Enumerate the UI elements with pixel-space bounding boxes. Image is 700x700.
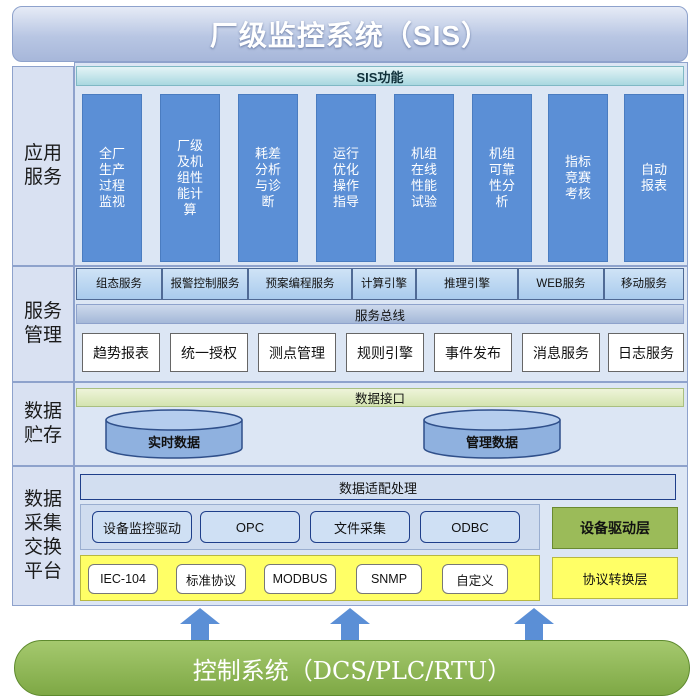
sis-function-label: 运行优化操作指导 <box>332 146 359 209</box>
sis-function-box: 耗差分析与诊断 <box>238 94 298 262</box>
driver-box-label: OPC <box>235 519 265 535</box>
sis-function-box: 机组在线性能试验 <box>394 94 454 262</box>
sis-function-box: 指标竞赛考核 <box>548 94 608 262</box>
layer-label-application: 应用 服务 <box>12 66 74 266</box>
management-box: 规则引擎 <box>346 333 424 372</box>
service-cell: 报警控制服务 <box>162 268 248 300</box>
management-box-label: 统一授权 <box>181 344 237 361</box>
service-cell: 移动服务 <box>604 268 684 300</box>
sis-function-label: 机组在线性能试验 <box>410 146 437 209</box>
protocol-box-label: 标准协议 <box>185 573 236 588</box>
realtime-database-icon <box>105 409 243 459</box>
management-database-label: 管理数据 <box>465 434 518 450</box>
sis-function-box: 全厂生产过程监视 <box>82 94 142 262</box>
realtime-database-label: 实时数据 <box>147 434 200 450</box>
management-box: 日志服务 <box>608 333 684 372</box>
driver-box-label: 设备监控驱动 <box>102 520 181 536</box>
management-box-label: 规则引擎 <box>357 344 413 361</box>
sis-function-box: 机组可靠性分析 <box>472 94 532 262</box>
service-bus: 服务总线 <box>76 304 684 324</box>
management-box-label: 日志服务 <box>618 344 674 361</box>
layer-label-acquisition: 数据 采集 交换 平台 <box>12 466 74 606</box>
data-adaptation-bar: 数据适配处理 <box>80 474 676 500</box>
management-box-label: 测点管理 <box>269 344 325 361</box>
sis-function-label: 全厂生产过程监视 <box>98 146 125 209</box>
driver-box: 设备监控驱动 <box>92 511 192 543</box>
device-driver-layer: 设备驱动层 <box>552 507 678 549</box>
sis-function-box: 厂级及机组性能计算 <box>160 94 220 262</box>
protocol-box: IEC-104 <box>88 564 158 594</box>
protocol-box-label: MODBUS <box>272 572 328 586</box>
page-title: 厂级监控系统（SIS） <box>12 6 688 62</box>
sis-function-box: 运行优化操作指导 <box>316 94 376 262</box>
protocol-box: 标准协议 <box>176 564 246 594</box>
management-box: 统一授权 <box>170 333 248 372</box>
sis-function-label: 厂级及机组性能计算 <box>176 138 203 217</box>
service-cell-label: 组态服务 <box>96 277 142 290</box>
management-box-label: 事件发布 <box>445 344 501 361</box>
protocol-box: 自定义 <box>442 564 508 594</box>
sis-function-label: 自动报表 <box>640 162 667 193</box>
driver-box-label: 文件采集 <box>333 520 386 536</box>
driver-box: OPC <box>200 511 300 543</box>
management-box: 消息服务 <box>522 333 600 372</box>
service-cell: 预案编程服务 <box>248 268 352 300</box>
up-arrow-icon <box>330 608 370 642</box>
layer-label-service-management-text: 服务 管理 <box>23 301 62 346</box>
service-cell: 推理引擎 <box>416 268 518 300</box>
driver-box: 文件采集 <box>310 511 410 543</box>
data-interface-bar: 数据接口 <box>76 388 684 407</box>
management-box-label: 趋势报表 <box>93 344 149 361</box>
management-box-label: 消息服务 <box>533 344 589 361</box>
protocol-box-label: 自定义 <box>456 573 494 588</box>
sis-function-label: 机组可靠性分析 <box>488 146 515 209</box>
up-arrow-icon <box>514 608 554 642</box>
service-cell-label: 移动服务 <box>621 277 667 290</box>
protocol-box: SNMP <box>356 564 422 594</box>
management-box: 事件发布 <box>434 333 512 372</box>
service-cell-label: 预案编程服务 <box>265 277 335 290</box>
up-arrow-icon <box>180 608 220 642</box>
service-cell: 组态服务 <box>76 268 162 300</box>
management-database-icon <box>423 409 561 459</box>
control-system-banner: 控制系统（DCS/PLC/RTU） <box>14 640 690 696</box>
service-cell-label: 推理引擎 <box>444 277 490 290</box>
protocol-conversion-layer: 协议转换层 <box>552 557 678 599</box>
management-box: 测点管理 <box>258 333 336 372</box>
service-cell: WEB服务 <box>518 268 604 300</box>
layer-label-data-storage-text: 数据 贮存 <box>23 401 62 446</box>
service-cell-label: 计算引擎 <box>361 277 407 290</box>
layer-label-application-text: 应用 服务 <box>23 143 62 188</box>
management-box: 趋势报表 <box>82 333 160 372</box>
service-cell-label: 报警控制服务 <box>170 277 240 290</box>
sis-function-box: 自动报表 <box>624 94 684 262</box>
sis-functions-header: SIS功能 <box>76 66 684 86</box>
layer-label-acquisition-text: 数据 采集 交换 平台 <box>23 489 62 582</box>
driver-box: ODBC <box>420 511 520 543</box>
sis-function-label: 耗差分析与诊断 <box>254 146 281 209</box>
protocol-box: MODBUS <box>264 564 336 594</box>
service-cell-label: WEB服务 <box>536 277 586 290</box>
sis-function-label: 指标竞赛考核 <box>564 154 591 201</box>
driver-box-label: ODBC <box>451 519 489 535</box>
protocol-box-label: IEC-104 <box>100 572 146 586</box>
layer-label-service-management: 服务 管理 <box>12 266 74 382</box>
layer-label-data-storage: 数据 贮存 <box>12 382 74 466</box>
service-cell: 计算引擎 <box>352 268 416 300</box>
protocol-box-label: SNMP <box>370 572 408 586</box>
